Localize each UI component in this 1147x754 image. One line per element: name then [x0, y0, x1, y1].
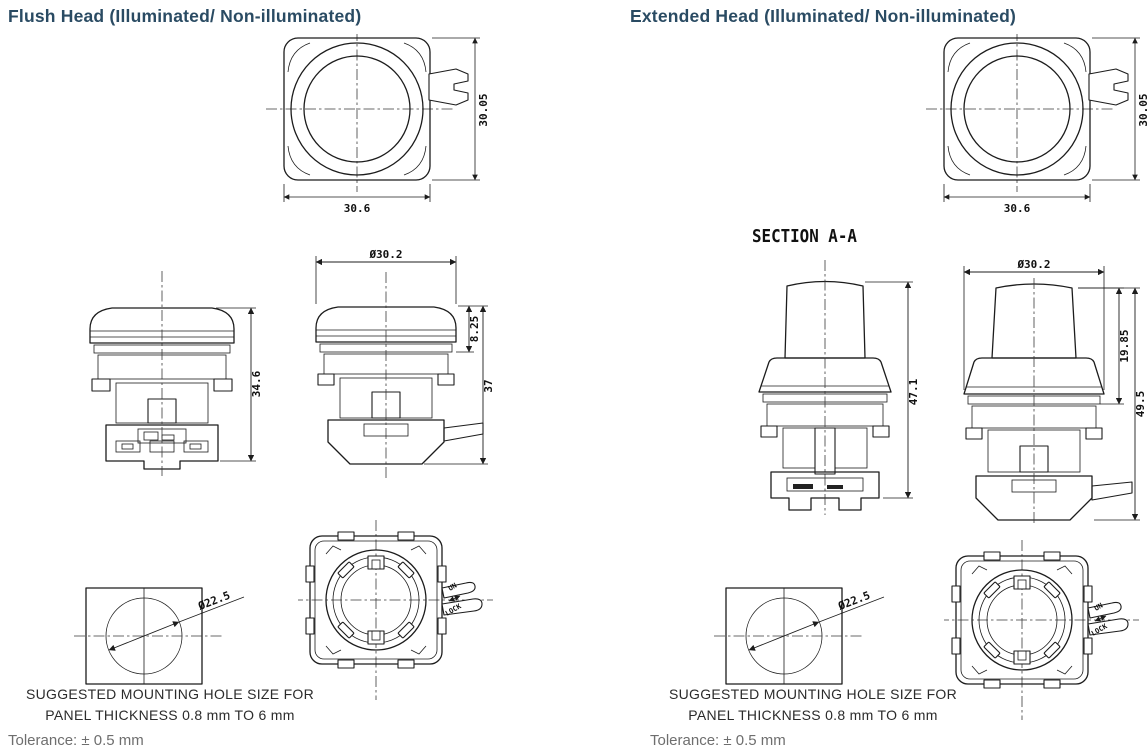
flush-note-line2: PANEL THICKNESS 0.8 mm TO 6 mm: [45, 707, 295, 723]
extended-back-un-label: UN: [1093, 602, 1104, 613]
flush-front-width-dim: 30.6: [344, 202, 371, 215]
extended-profile-head-height-dim: 19.85: [1118, 329, 1131, 362]
flush-profile-head-height-dim: 8.25: [468, 316, 481, 343]
extended-front-height-dim: 30.05: [1137, 93, 1147, 126]
flush-mounting-hole-dim: Ø22.5: [195, 589, 232, 613]
extended-front-width-dim: 30.6: [1004, 202, 1031, 215]
flush-profile-view: Ø30.2 8.25 37: [315, 248, 495, 478]
extended-mounting-hole-dim: Ø22.5: [835, 589, 872, 613]
extended-front-view: 30.05 30.6: [926, 34, 1147, 215]
extended-profile-diameter-dim: Ø30.2: [1016, 258, 1050, 271]
extended-profile-body: [963, 283, 1133, 521]
section-a-a-label: SECTION A-A: [752, 226, 857, 247]
extended-note-line2: PANEL THICKNESS 0.8 mm TO 6 mm: [688, 707, 938, 723]
flush-profile-body: [315, 306, 484, 465]
flush-side-view: 34.6: [89, 271, 263, 476]
extended-back-view: UN LOCK: [944, 540, 1139, 720]
flush-profile-body-height-dim: 37: [482, 379, 495, 392]
extended-mounting-note: SUGGESTED MOUNTING HOLE SIZE FOR PANEL T…: [648, 684, 978, 726]
flush-front-height-dim: 30.05: [477, 93, 490, 126]
extended-mounting-hole-view: Ø22.5: [714, 582, 959, 690]
extended-profile-body-height-dim: 49.5: [1134, 391, 1147, 418]
extended-section-height-dim: 47.1: [907, 378, 920, 405]
extended-tolerance: Tolerance: ± 0.5 mm: [650, 732, 786, 749]
flush-mounting-hole-view: Ø22.5: [74, 582, 319, 690]
extended-note-line1: SUGGESTED MOUNTING HOLE SIZE FOR: [668, 686, 958, 702]
flush-side-height-dim: 34.6: [250, 370, 263, 397]
extended-profile-view: Ø30.2 19.85 49.5: [963, 258, 1147, 524]
flush-note-line1: SUGGESTED MOUNTING HOLE SIZE FOR: [25, 686, 315, 702]
extended-section-view: 47.1: [758, 260, 920, 515]
flush-profile-diameter-dim: Ø30.2: [368, 248, 402, 261]
flush-tolerance: Tolerance: ± 0.5 mm: [8, 732, 144, 749]
flush-back-view: UN LOCK: [298, 520, 493, 700]
flush-title: Flush Head (Illuminated/ Non-illuminated…: [8, 6, 362, 26]
flush-mounting-note: SUGGESTED MOUNTING HOLE SIZE FOR PANEL T…: [5, 684, 335, 726]
flush-front-view: 30.05 30.6: [266, 34, 490, 215]
extended-title: Extended Head (Illuminated/ Non-illumina…: [630, 6, 1017, 26]
flush-back-un-label: UN: [447, 582, 458, 593]
